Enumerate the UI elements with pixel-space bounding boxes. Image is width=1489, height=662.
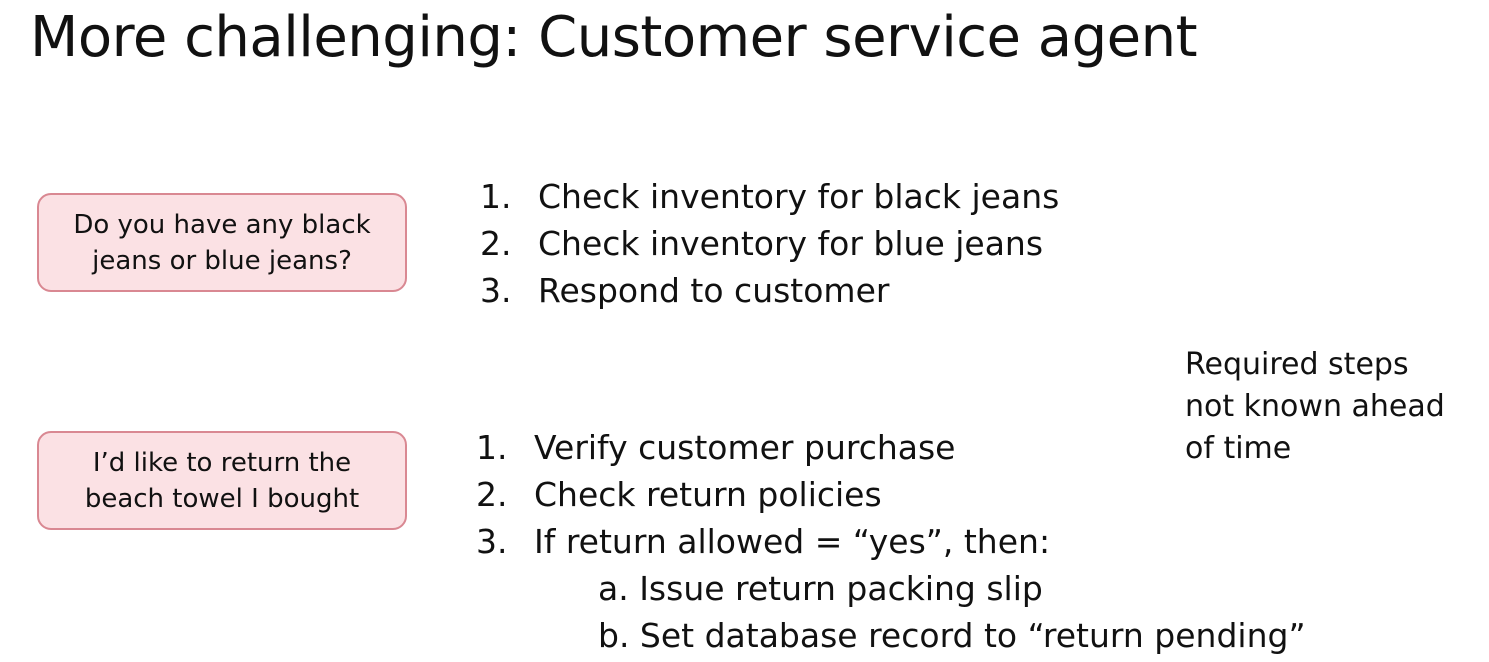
note-line: of time [1185, 431, 1292, 466]
customer-query-bubble-return: I’d like to return the beach towel I bou… [37, 431, 407, 530]
sub-step-item: a. Issue return packing slip [598, 569, 1043, 608]
step-number: 2. [480, 224, 512, 263]
step-item: 2. Check inventory for blue jeans [480, 220, 1059, 267]
steps-list-return: 1. Verify customer purchase 2. Check ret… [476, 424, 1050, 565]
step-text: Check inventory for black jeans [538, 177, 1060, 216]
step-number: 3. [480, 271, 512, 310]
step-number: 1. [480, 177, 512, 216]
step-item: 1. Verify customer purchase [476, 424, 1050, 471]
step-number: 1. [476, 428, 508, 467]
step-text: Check return policies [534, 475, 882, 514]
step-item: 3. If return allowed = “yes”, then: [476, 518, 1050, 565]
sub-step-item: b. Set database record to “return pendin… [598, 616, 1306, 655]
query-line: beach towel I bought [84, 483, 360, 514]
step-item: 2. Check return policies [476, 471, 1050, 518]
step-text: Check inventory for blue jeans [538, 224, 1044, 263]
step-item: 1. Check inventory for black jeans [480, 173, 1059, 220]
step-number: 3. [476, 522, 508, 561]
step-text: If return allowed = “yes”, then: [534, 522, 1051, 561]
step-number: 2. [476, 475, 508, 514]
step-text: Verify customer purchase [534, 428, 956, 467]
query-line: jeans or blue jeans? [92, 245, 352, 276]
step-text: Respond to customer [538, 271, 890, 310]
note-line: Required steps [1185, 347, 1409, 382]
side-note: Required steps not known ahead of time [1185, 344, 1445, 470]
sub-steps-list: a. Issue return packing slip b. Set data… [598, 565, 1306, 659]
customer-query-bubble-jeans: Do you have any black jeans or blue jean… [37, 193, 407, 292]
step-item: 3. Respond to customer [480, 267, 1059, 314]
query-line: Do you have any black [73, 209, 371, 240]
query-line: I’d like to return the [92, 447, 352, 478]
note-line: not known ahead [1185, 389, 1445, 424]
slide-title: More challenging: Customer service agent [30, 5, 1198, 70]
steps-list-jeans: 1. Check inventory for black jeans 2. Ch… [480, 173, 1059, 314]
